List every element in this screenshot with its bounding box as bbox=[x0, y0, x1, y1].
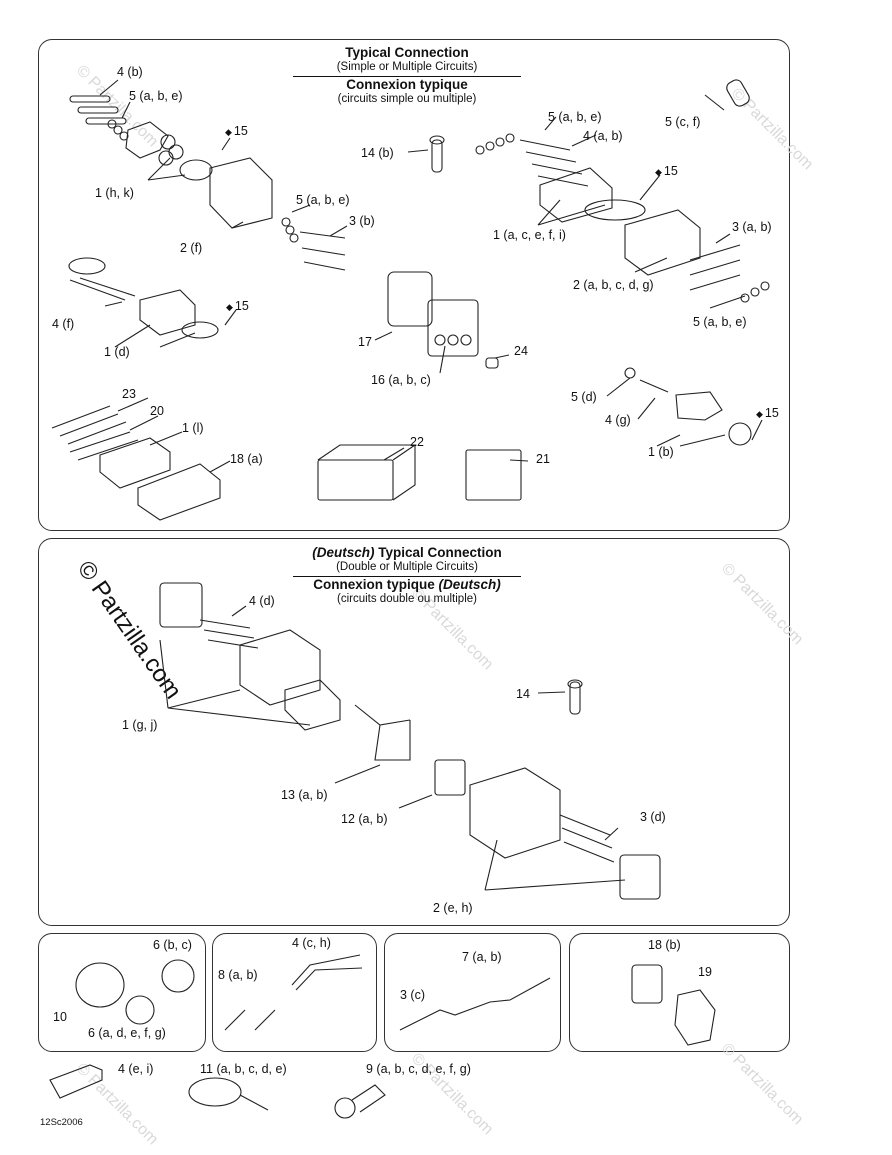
callout-5abe: 5 (a, b, e) bbox=[693, 315, 747, 329]
callout-1b: 1 (b) bbox=[648, 445, 674, 459]
callout-3c: 3 (c) bbox=[400, 988, 425, 1002]
callout-3ab: 3 (a, b) bbox=[732, 220, 772, 234]
top-heading: Typical Connection (Simple or Multiple C… bbox=[277, 46, 537, 106]
callout-4f: 4 (f) bbox=[52, 317, 75, 331]
callout-1d: 1 (d) bbox=[104, 345, 130, 359]
deutsch-subtitle-fr: (circuits double ou multiple) bbox=[337, 593, 477, 605]
deutsch-title-fr-suffix: (Deutsch) bbox=[438, 577, 501, 592]
callout-4ab: 4 (a, b) bbox=[583, 129, 623, 143]
callout-2abcdg: 2 (a, b, c, d, g) bbox=[573, 278, 654, 292]
top-subtitle: (Simple or Multiple Circuits) bbox=[336, 61, 478, 73]
callout-5d: 5 (d) bbox=[571, 390, 597, 404]
top-title: Typical Connection bbox=[345, 45, 469, 60]
callout-5cf: 5 (c, f) bbox=[665, 115, 701, 129]
callout-15: 15 bbox=[225, 124, 248, 139]
callout-18b: 18 (b) bbox=[648, 938, 681, 952]
callout-18a: 18 (a) bbox=[230, 452, 263, 466]
callout-4ch: 4 (c, h) bbox=[292, 936, 331, 950]
deutsch-subtitle: (Double or Multiple Circuits) bbox=[336, 561, 478, 573]
callout-15: 15 bbox=[756, 406, 779, 421]
deutsch-heading: (Deutsch) Typical Connection (Double or … bbox=[277, 546, 537, 606]
callout-4b: 4 (b) bbox=[117, 65, 143, 79]
callout-9abcdefg: 9 (a, b, c, d, e, f, g) bbox=[366, 1062, 471, 1076]
callout-20: 20 bbox=[150, 404, 164, 418]
callout-2eh: 2 (e, h) bbox=[433, 901, 473, 915]
callout-2f: 2 (f) bbox=[180, 241, 203, 255]
deutsch-title: Typical Connection bbox=[378, 545, 502, 560]
callout-5abe: 5 (a, b, e) bbox=[296, 193, 350, 207]
callout-11abcde: 11 (a, b, c, d, e) bbox=[200, 1062, 287, 1076]
callout-14: 14 bbox=[516, 687, 530, 701]
callout-16abc: 16 (a, b, c) bbox=[371, 373, 431, 387]
callout-13ab: 13 (a, b) bbox=[281, 788, 328, 802]
callout-1l: 1 (l) bbox=[182, 421, 204, 435]
callout-4g: 4 (g) bbox=[605, 413, 631, 427]
callout-4ei: 4 (e, i) bbox=[118, 1062, 154, 1076]
callout-7ab: 7 (a, b) bbox=[462, 950, 502, 964]
callout-1hk: 1 (h, k) bbox=[95, 186, 134, 200]
figure-code: 12Sc2006 bbox=[40, 1117, 83, 1128]
callout-6adefg: 6 (a, d, e, f, g) bbox=[88, 1026, 166, 1040]
deutsch-panel bbox=[38, 538, 790, 926]
deutsch-title-fr: Connexion typique bbox=[313, 577, 435, 592]
callout-3b: 3 (b) bbox=[349, 214, 375, 228]
callout-15: 15 bbox=[655, 164, 678, 179]
splice-panel bbox=[212, 933, 377, 1052]
callout-8ab: 8 (a, b) bbox=[218, 968, 258, 982]
callout-24: 24 bbox=[514, 344, 528, 358]
callout-17: 17 bbox=[358, 335, 372, 349]
callout-14b: 14 (b) bbox=[361, 146, 394, 160]
callout-12ab: 12 (a, b) bbox=[341, 812, 388, 826]
callout-22: 22 bbox=[410, 435, 424, 449]
callout-19: 19 bbox=[698, 965, 712, 979]
top-title-fr: Connexion typique bbox=[346, 77, 468, 92]
callout-1gj: 1 (g, j) bbox=[122, 718, 158, 732]
callout-21: 21 bbox=[536, 452, 550, 466]
callout-5abe: 5 (a, b, e) bbox=[129, 89, 183, 103]
callout-15: 15 bbox=[226, 299, 249, 314]
callout-10: 10 bbox=[53, 1010, 67, 1024]
callout-6bc: 6 (b, c) bbox=[153, 938, 192, 952]
probe-panel bbox=[384, 933, 561, 1052]
top-panel bbox=[38, 39, 790, 531]
callout-23: 23 bbox=[122, 387, 136, 401]
top-subtitle-fr: (circuits simple ou multiple) bbox=[337, 93, 477, 105]
callout-3d: 3 (d) bbox=[640, 810, 666, 824]
callout-4d: 4 (d) bbox=[249, 594, 275, 608]
callout-1acefi: 1 (a, c, e, f, i) bbox=[493, 228, 566, 242]
callout-5abe: 5 (a, b, e) bbox=[548, 110, 602, 124]
deutsch-title-prefix: (Deutsch) bbox=[312, 545, 375, 560]
